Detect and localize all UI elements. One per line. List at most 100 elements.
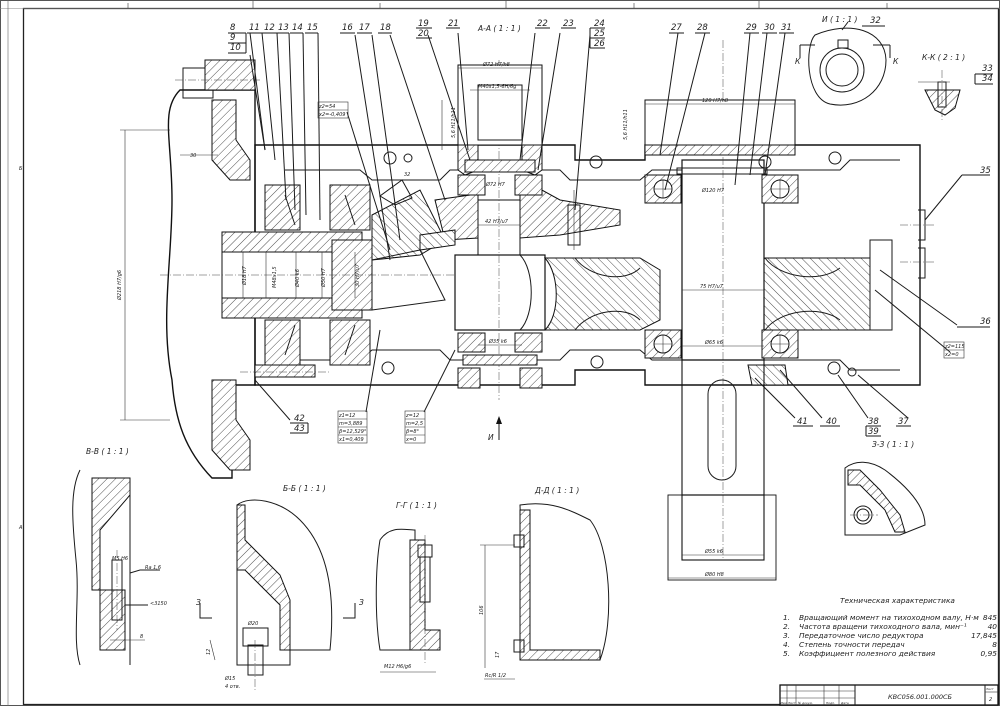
drawing-designation: КВС056.001.000СБ (888, 693, 953, 701)
zone-letter-a: А (18, 525, 23, 531)
gear-table-bevel-top: z2=54 x2=-0,409 (317, 101, 349, 119)
pos-36: 36 (980, 317, 991, 327)
dim-30: 30 (190, 153, 196, 159)
pinion-m: m=3,889 (339, 421, 362, 427)
dim-d50: Ø50 H7 (320, 267, 327, 288)
pos-13: 13 (278, 23, 289, 33)
tb-header-sign: Подп. (826, 701, 835, 705)
detail-view-i: К К (795, 27, 899, 106)
gearbox-main-section: Ø218 H7/g6 30 Ø18 H7 M48x1,5 Ø40 k6 Ø50 … (116, 40, 935, 581)
pos-29: 29 (746, 23, 757, 33)
tb-header-doc: № докум. (797, 701, 813, 705)
pos-37: 37 (898, 417, 909, 427)
bearing-top-left (644, 174, 682, 204)
dim-32: 32 (404, 172, 410, 178)
pos-9: 9 (230, 33, 235, 43)
bearing-bottom-right (761, 329, 799, 359)
dim-42: 42 H7/u7 (485, 219, 509, 225)
dim-30h7: 30 H7/u7 (355, 263, 361, 287)
pos-31: 31 (781, 23, 792, 33)
section-dd: 106 17 Rc/R 1/2 (479, 503, 610, 680)
worm-x: x=0 (405, 437, 416, 443)
detail-view-kk (918, 70, 961, 120)
dim-rc: Rc/R 1/2 (485, 673, 506, 679)
dim-m5: M5 H6 (112, 556, 128, 562)
tb-header-izm: Изм (781, 701, 788, 705)
dim-d72: Ø72 H7/h8 (482, 61, 510, 68)
dim-d80: Ø80 H8 (704, 571, 724, 578)
section-title-vv: В-В ( 1 : 1 ) (86, 447, 129, 456)
pos-38: 38 (868, 417, 879, 427)
dim-d15: Ø15 (224, 675, 235, 682)
pos-33: 33 (982, 64, 993, 74)
dim-4otv: 4 отв. (225, 684, 240, 690)
pos-35: 35 (980, 166, 991, 176)
pos-39: 39 (868, 427, 879, 437)
position-labels: 8 9 10 11 12 13 14 15 16 17 18 19 20 21 … (228, 16, 993, 437)
gear-bevel-x2: x2=-0,409 (318, 112, 345, 118)
section-title-gg: Г-Г ( 1 : 1 ) (396, 501, 437, 510)
dim-d65: Ø65 k6 (704, 339, 723, 346)
worm-m: m=2,5 (406, 421, 423, 427)
pos-32: 32 (870, 16, 881, 26)
tech-row: 1. Вращающий момент на тихоходном валу, … (783, 613, 997, 622)
tech-row-value: 40 (988, 622, 998, 631)
dim-56b: 5,6 H11/h11 (623, 109, 629, 140)
tech-row-label: Коэффициент полезного действия (799, 649, 936, 658)
pos-16: 16 (342, 23, 353, 33)
dim-120h7: Ø120 H7 (701, 187, 725, 194)
pin-marks (381, 151, 857, 377)
section-title-kk: К-К ( 2 : 1 ) (922, 53, 965, 62)
tech-row-label: Частота вращени тихоходного вала, мин⁻¹ (799, 622, 967, 631)
dim-d72h7: Ø72 H7 (485, 181, 506, 188)
tech-row-num: 3. (783, 631, 790, 640)
pos-21: 21 (448, 19, 459, 29)
pos-42: 42 (294, 414, 305, 424)
tb-header-list: Лист (787, 701, 796, 705)
worm-beta: β=8° (406, 429, 420, 435)
dim-flange-diameter: Ø218 H7/g6 (116, 270, 123, 301)
pos-23: 23 (563, 19, 574, 29)
leader-lines (249, 21, 963, 421)
pos-30: 30 (764, 23, 775, 33)
section-zz (844, 461, 926, 536)
pos-11: 11 (249, 23, 260, 33)
wheel-z2: z2=115 (944, 344, 965, 350)
section-title-aa: А-А ( 1 : 1 ) (477, 24, 521, 33)
dim-d20: Ø20 (247, 620, 258, 627)
tech-row-value: 0,95 (981, 649, 998, 658)
tech-row-label: Степень точности передач (799, 640, 905, 649)
dim-m40: M40x1,5-6H/6g (478, 84, 516, 90)
cut-mark-k-left: К (795, 57, 801, 66)
gear-table-pinion: z1=12 m=3,889 β=12,529° x1=0,409 (337, 410, 368, 444)
gear-bevel-z2: z2=54 (318, 104, 335, 110)
section-title-ii: И ( 1 : 1 ) (822, 15, 858, 24)
wheel-x2: x2=0 (944, 352, 959, 358)
dim-56a: 5,6 H11/h11 (451, 107, 457, 138)
pinion-x1: x1=0,409 (338, 437, 364, 443)
dim-d35k6: Ø35 k6 (488, 338, 507, 345)
pos-40: 40 (826, 417, 837, 427)
pos-18: 18 (380, 23, 391, 33)
section-title-dd: Д-Д ( 1 : 1 ) (534, 486, 579, 495)
cut-mark-z-left: З (196, 598, 201, 607)
dim-8: 8 (140, 634, 143, 640)
dim-d18: Ø18 H7 (241, 265, 248, 286)
worm-z: z=12 (405, 413, 419, 419)
pos-19: 19 (418, 19, 429, 29)
cut-mark-k-right: К (893, 57, 899, 66)
cut-mark-z-right: З (359, 598, 364, 607)
pos-41: 41 (797, 417, 808, 427)
dim-d40: Ø40 k6 (294, 269, 301, 288)
pos-34: 34 (982, 74, 993, 84)
section-title-zz: З-З ( 1 : 1 ) (872, 440, 914, 449)
pos-20: 20 (418, 29, 429, 39)
pinion-z1: z1=12 (338, 413, 355, 419)
pos-10: 10 (230, 43, 241, 53)
pos-26: 26 (594, 39, 605, 49)
pos-14: 14 (292, 23, 303, 33)
pos-25: 25 (594, 29, 605, 39)
pos-8: 8 (230, 23, 236, 33)
tech-row-label: Вращающий момент на тихоходном валу, Н·м (799, 613, 979, 622)
pos-43: 43 (294, 424, 305, 434)
